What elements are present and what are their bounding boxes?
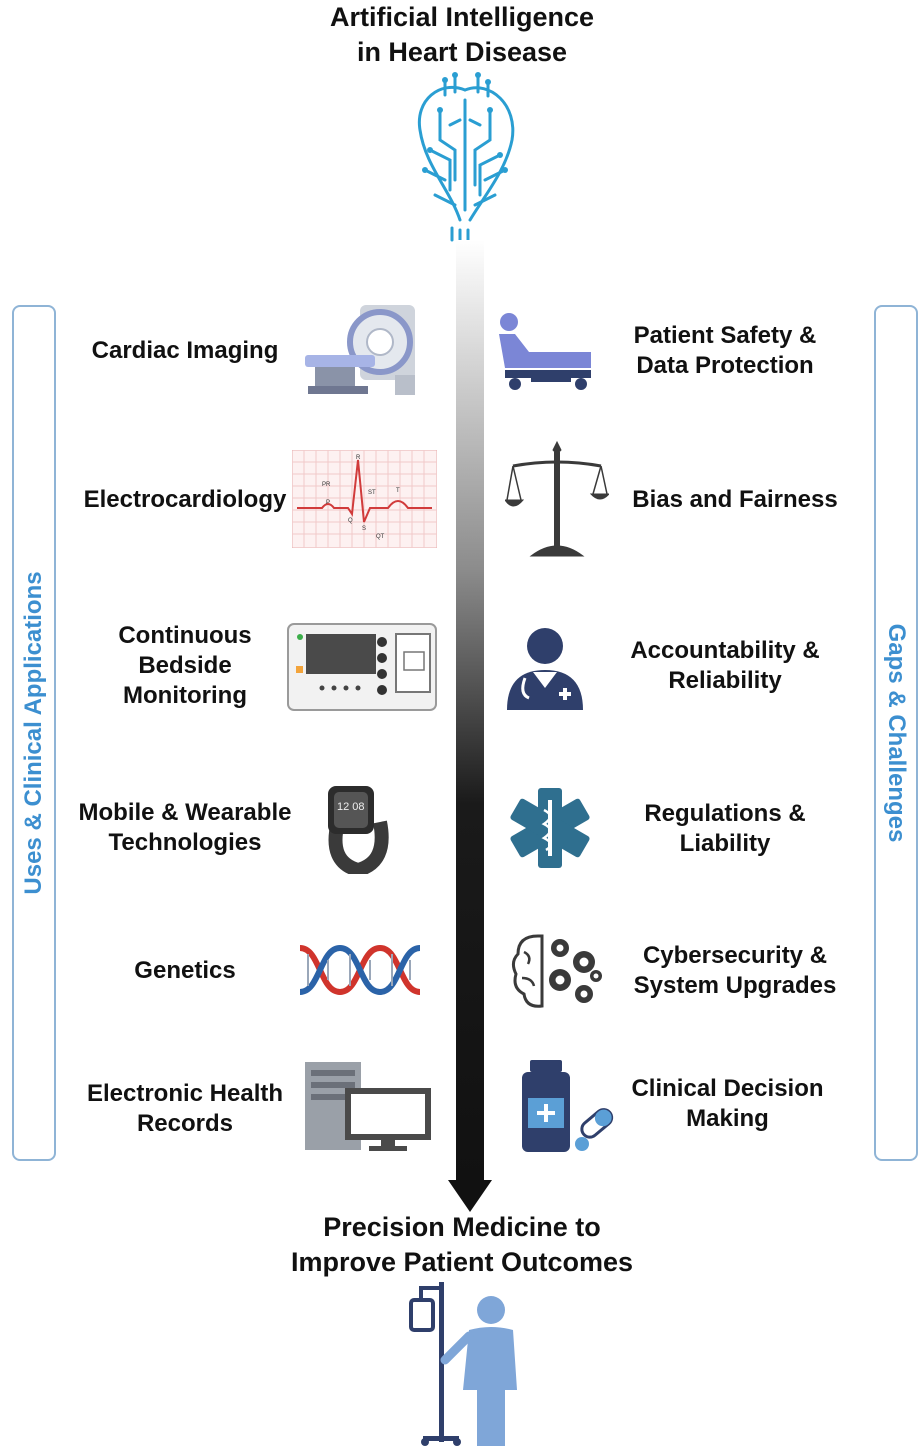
ecg-label-qt: QT (376, 534, 385, 540)
right-item-1-line2: Data Protection (636, 352, 814, 379)
left-item-6-line2: Records (136, 1110, 234, 1137)
left-item-6-label: Electronic Health Records (70, 1079, 300, 1139)
right-item-1-line1: Patient Safety & (633, 322, 817, 349)
left-item-4-label: Mobile & Wearable Technologies (60, 798, 310, 858)
medication-icon (520, 1058, 616, 1154)
watch-time: 12 08 (337, 801, 365, 813)
ecg-label-pr: PR (322, 482, 331, 488)
left-item-5-label: Genetics (100, 956, 270, 986)
ecg-label-p: P (326, 500, 330, 506)
right-item-5-line1: Cybersecurity & (642, 942, 828, 969)
main-title-line2: in Heart Disease (356, 37, 568, 67)
brain-gears-icon (510, 930, 604, 1012)
footer-title: Precision Medicine to Improve Patient Ou… (0, 1210, 924, 1280)
computer-icon (303, 1060, 433, 1152)
left-item-5-line1: Genetics (134, 957, 236, 984)
smartwatch-icon: 12 08 (318, 782, 400, 874)
circuit-heart-icon (400, 70, 530, 250)
left-item-3-line3: Monitoring (123, 682, 247, 709)
right-item-5-label: Cybersecurity & System Upgrades (615, 941, 855, 1001)
ecg-label-s: S (362, 526, 366, 532)
right-item-4-line1: Regulations & (644, 800, 806, 827)
left-item-3-line2: Bedside (138, 652, 232, 679)
left-item-2-label: Electrocardiology (60, 485, 310, 515)
ecg-trace-icon: R PR ST P T Q S QT (292, 450, 437, 548)
right-item-6-line1: Clinical Decision (631, 1075, 824, 1102)
left-item-2-line1: Electrocardiology (83, 486, 287, 513)
ecg-label-st: ST (368, 490, 376, 496)
mri-scanner-icon (300, 300, 422, 400)
scales-icon (505, 440, 609, 558)
ecg-label-t: T (396, 488, 400, 494)
left-item-3-label: Continuous Bedside Monitoring (85, 621, 285, 711)
right-item-4-line2: Liability (679, 830, 771, 857)
left-item-4-line1: Mobile & Wearable (78, 799, 292, 826)
left-item-3-line1: Continuous (118, 622, 252, 649)
left-item-4-line2: Technologies (108, 829, 262, 856)
left-category-box: Uses & Clinical Applications (12, 305, 56, 1161)
ecg-label-r: R (356, 455, 361, 461)
doctor-icon (505, 626, 585, 712)
right-item-5-line2: System Upgrades (633, 972, 837, 999)
right-item-2-label: Bias and Fairness (615, 485, 855, 515)
left-item-1-label: Cardiac Imaging (65, 336, 305, 366)
main-title-line1: Artificial Intelligence (329, 2, 595, 32)
footer-title-line2: Improve Patient Outcomes (290, 1247, 634, 1277)
right-item-2-line1: Bias and Fairness (632, 486, 838, 513)
main-title: Artificial Intelligence in Heart Disease (0, 0, 924, 70)
ecg-label-q: Q (348, 518, 353, 524)
dna-icon (298, 940, 422, 1000)
bedside-monitor-icon (286, 622, 438, 714)
right-category-box: Gaps & Challenges (874, 305, 918, 1161)
right-item-3-line1: Accountability & (630, 637, 820, 664)
hospital-bed-icon (495, 310, 597, 392)
right-item-6-line2: Making (686, 1105, 769, 1132)
left-item-1-line1: Cardiac Imaging (91, 337, 279, 364)
right-item-3-line2: Reliability (668, 667, 782, 694)
star-of-life-icon (508, 786, 592, 870)
right-item-3-label: Accountability & Reliability (610, 636, 840, 696)
right-item-1-label: Patient Safety & Data Protection (605, 321, 845, 381)
right-item-4-label: Regulations & Liability (610, 799, 840, 859)
central-arrow (440, 240, 500, 1215)
left-category-label: Uses & Clinical Applications (20, 571, 47, 895)
left-item-6-line1: Electronic Health (86, 1080, 284, 1107)
footer-title-line1: Precision Medicine to (323, 1212, 601, 1242)
right-category-label: Gaps & Challenges (883, 623, 910, 843)
right-item-6-label: Clinical Decision Making (610, 1074, 845, 1134)
patient-with-iv-icon (405, 1280, 525, 1446)
